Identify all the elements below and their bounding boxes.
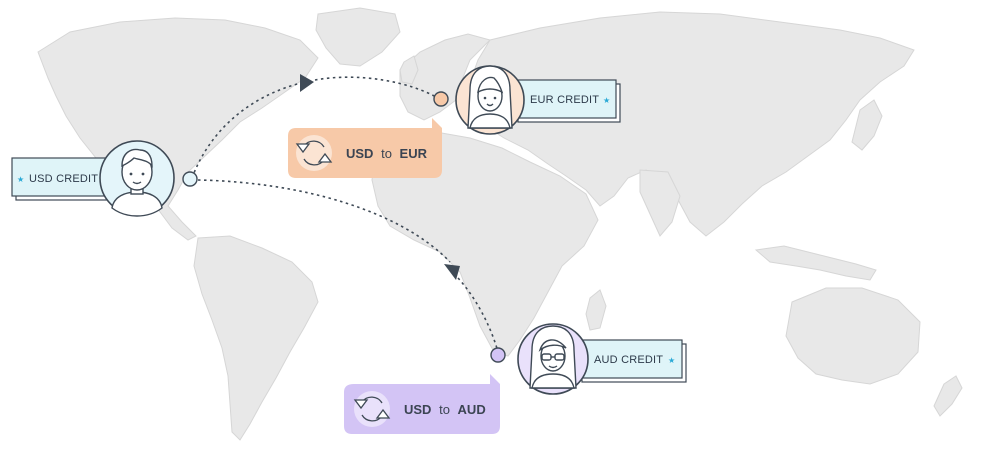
aud-credit-tag <box>577 339 683 379</box>
pill-usd-eur-from: USD <box>346 146 373 161</box>
flow-arrows <box>191 76 499 353</box>
north-america-landmass <box>37 17 319 241</box>
usd-connector-dot <box>182 171 198 187</box>
pill-usd-aud-connector: to <box>439 402 450 417</box>
star-icon: ★ <box>17 175 24 184</box>
pill-usd-eur-connector: to <box>381 146 392 161</box>
japan-landmass <box>851 99 883 151</box>
aud-connector-dot <box>490 347 506 363</box>
india-landmass <box>639 169 681 237</box>
pill-usd-eur-to: EUR <box>400 146 428 161</box>
svg-text:USD to EUR: USD to EUR <box>346 146 428 161</box>
arrow-usd-to-eur-tail <box>314 76 439 99</box>
uk-landmass <box>399 55 419 85</box>
madagascar-landmass <box>585 289 607 331</box>
eur-credit-node[interactable]: EUR CREDIT ★ <box>433 65 621 135</box>
australia-landmass <box>785 287 921 385</box>
eur-connector-dot <box>433 91 449 107</box>
eur-credit-label: EUR CREDIT <box>530 94 599 106</box>
man-avatar-icon <box>111 148 163 217</box>
star-icon: ★ <box>603 96 610 105</box>
asia-landmass <box>467 11 915 237</box>
conversion-pill-usd-aud[interactable]: USD to AUD <box>344 374 500 434</box>
aud-credit-label: AUD CREDIT <box>594 354 663 366</box>
star-icon: ★ <box>668 356 675 365</box>
indonesia-landmass <box>754 245 877 281</box>
conversion-pill-usd-eur[interactable]: USD to EUR <box>288 118 442 178</box>
woman-with-glasses-avatar-icon <box>529 325 577 389</box>
arrowhead-eur-icon <box>300 74 314 92</box>
arrow-usd-to-aud-path <box>197 179 451 263</box>
greenland-landmass <box>315 7 401 67</box>
south-america-landmass <box>193 235 319 441</box>
usd-credit-label: USD CREDIT <box>29 173 98 185</box>
pill-usd-aud-to: AUD <box>458 402 486 417</box>
arrowhead-aud-icon <box>444 264 460 280</box>
exchange-cycle-icon <box>295 135 333 171</box>
usd-credit-node[interactable]: ★ USD CREDIT <box>11 140 198 217</box>
exchange-cycle-icon <box>353 391 391 427</box>
new-zealand-landmass <box>933 375 963 417</box>
woman-avatar-icon <box>467 65 513 129</box>
aud-credit-node[interactable]: AUD CREDIT ★ <box>490 323 687 395</box>
svg-text:USD to AUD: USD to AUD <box>404 402 486 417</box>
pill-usd-aud-from: USD <box>404 402 431 417</box>
africa-landmass <box>371 131 599 357</box>
eur-credit-tag <box>513 79 617 119</box>
usd-credit-tag <box>11 157 117 197</box>
world-map <box>37 7 963 441</box>
